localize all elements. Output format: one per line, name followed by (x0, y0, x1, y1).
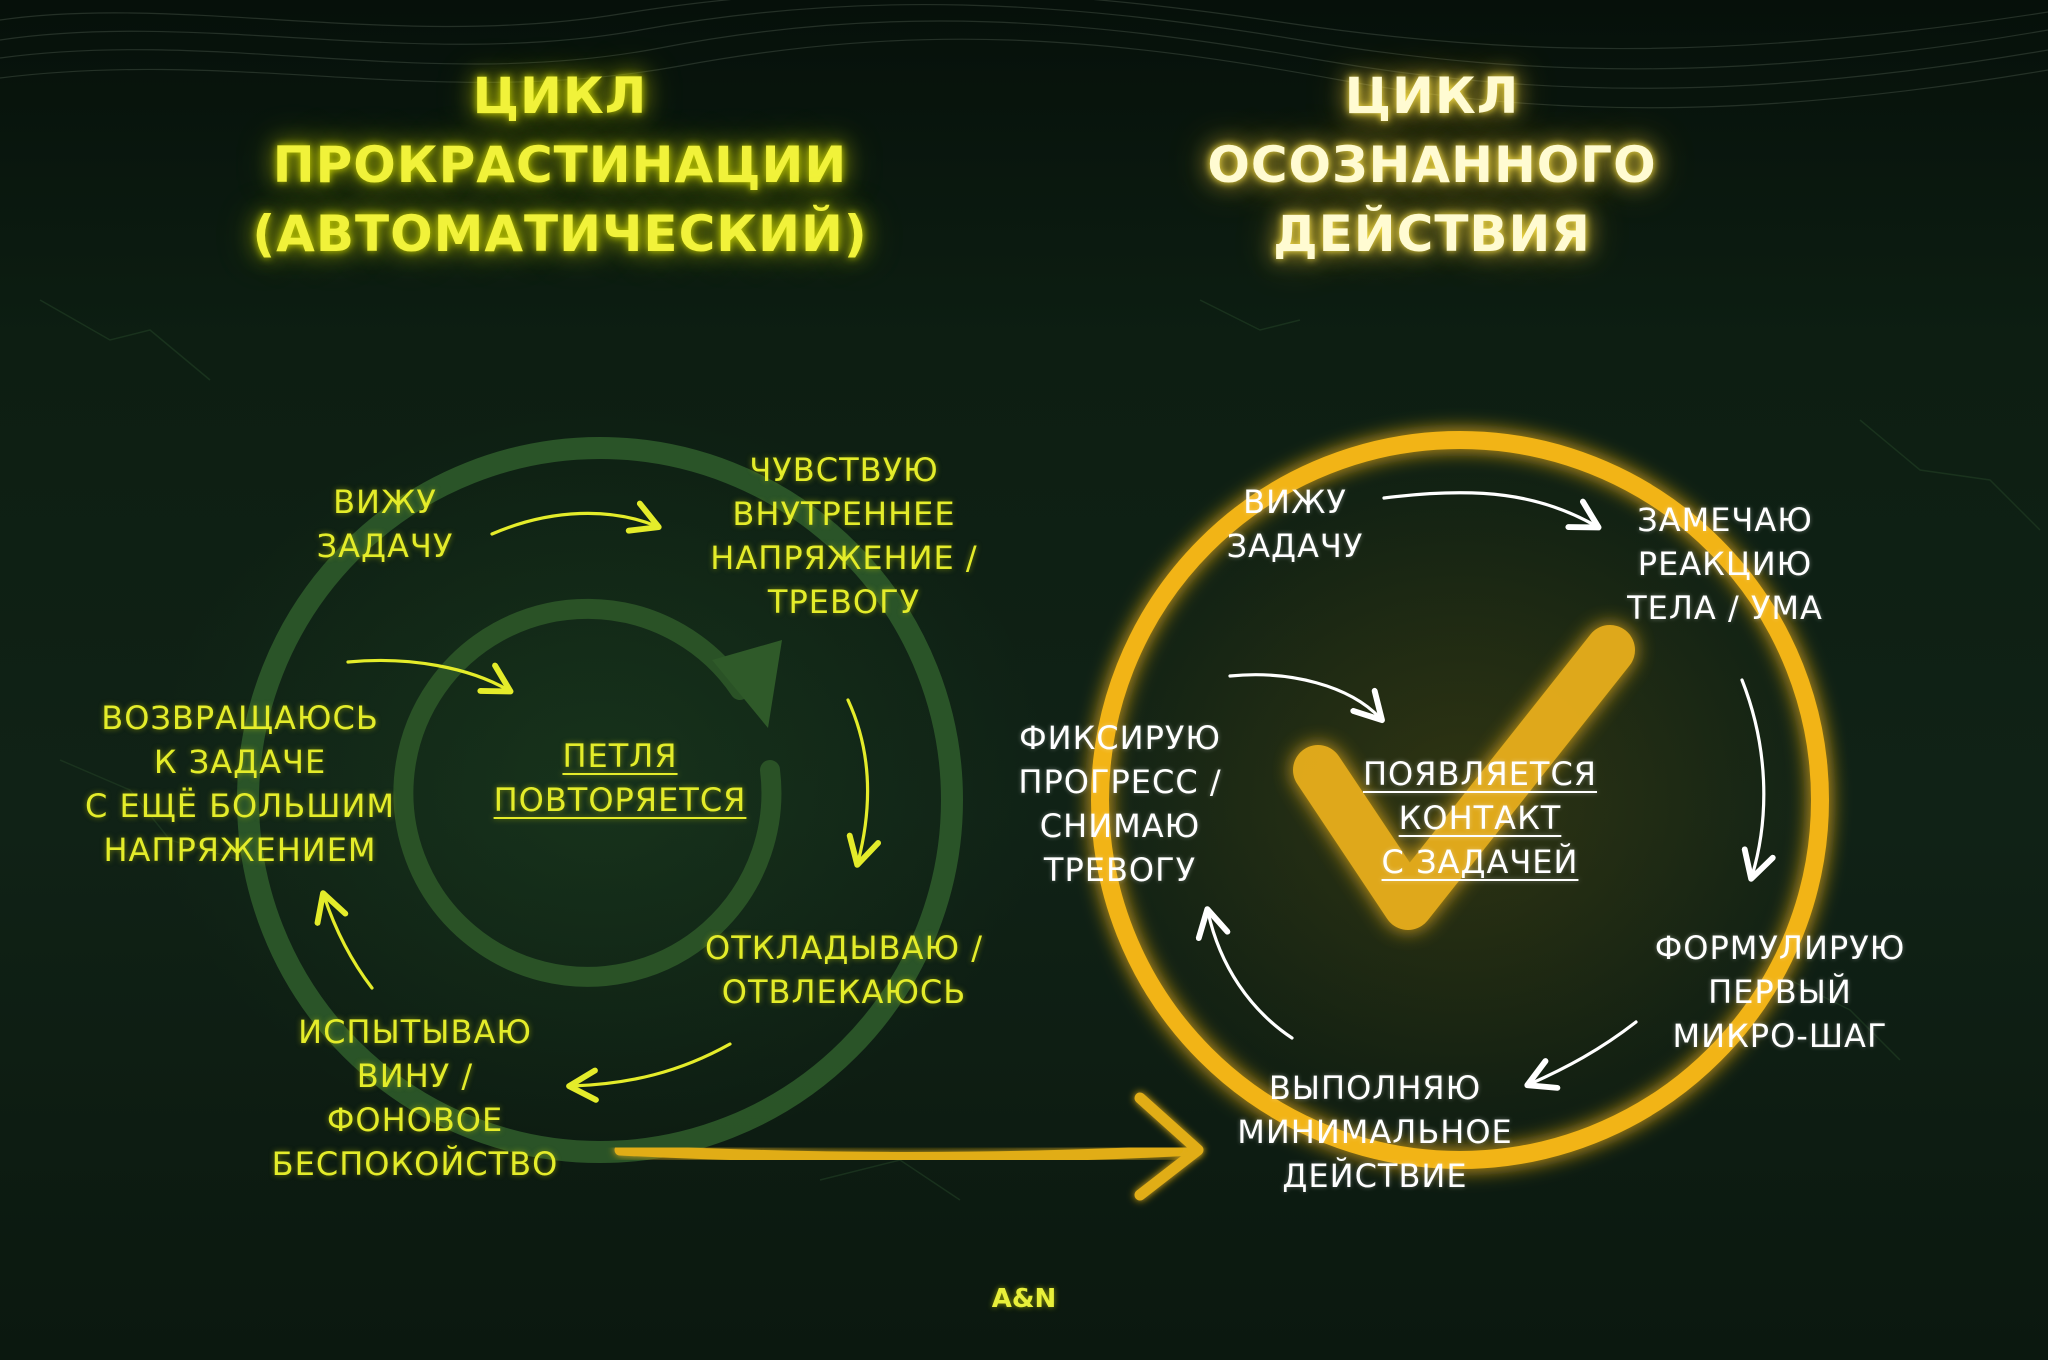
label-loop-repeats: ПЕТЛЯ ПОВТОРЯЕТСЯ (493, 737, 747, 819)
arrow-see-to-tension (490, 500, 662, 536)
label-first-micro-step: ФОРМУЛИРУЮ ПЕРВЫЙ МИКРО-ШАГ (1654, 929, 1906, 1055)
background-waves (0, 0, 2048, 109)
label-postpone: ОТКЛАДЫВАЮ / ОТВЛЕКАЮСЬ (705, 929, 983, 1011)
procrastination-loop-arrowhead-icon (712, 640, 782, 728)
checkmark-icon (1293, 625, 1635, 930)
mindful-cycle-arrows (1195, 491, 1776, 1091)
arrow-notice-to-formulate (1740, 678, 1776, 882)
label-see-task-left: ВИЖУ ЗАДАЧУ (316, 483, 454, 565)
procrastination-inner-loop (393, 598, 782, 987)
mindful-outer-circle (1091, 431, 1829, 1169)
brand-logo: A&N (991, 1284, 1057, 1314)
arrow-formulate-to-perform (1524, 1020, 1638, 1091)
label-minimal-action: ВЫПОЛНЯЮ МИНИМАЛЬНОЕ ДЕЙСТВИЕ (1237, 1069, 1513, 1195)
label-inner-tension: ЧУВСТВУЮ ВНУТРЕННЕЕ НАПРЯЖЕНИЕ / ТРЕВОГУ (710, 451, 978, 621)
transition-arrow (614, 1144, 1201, 1163)
arrow-tension-to-postpone (846, 698, 882, 868)
procrastination-outer-circle (237, 437, 963, 1163)
procrastination-cycle-title: ЦИКЛ ПРОКРАСТИНАЦИИ (АВТОМАТИЧЕСКИЙ) (252, 67, 868, 263)
arrow-return-to-center (346, 658, 514, 695)
label-guilt: ИСПЫТЫВАЮ ВИНУ / ФОНОВОЕ БЕСПОКОЙСТВО (271, 1013, 559, 1183)
arrow-guilt-to-return (314, 890, 374, 990)
arrow-see-to-notice (1382, 491, 1602, 531)
label-notice-reaction: ЗАМЕЧАЮ РЕАКЦИЮ ТЕЛА / УМА (1627, 501, 1823, 627)
arrow-perform-to-record (1195, 906, 1294, 1040)
label-contact-with-task: ПОЯВЛЯЕТСЯ КОНТАКТ С ЗАДАЧЕЙ (1362, 755, 1598, 881)
arrow-record-to-center (1228, 673, 1385, 724)
label-return-to-task: ВОЗВРАЩАЮСЬ К ЗАДАЧЕ С ЕЩЁ БОЛЬШИМ НАПРЯ… (84, 699, 396, 869)
procrastination-cycle-arrows (314, 500, 882, 1103)
transition-arrowhead-icon (1134, 1092, 1204, 1201)
label-see-task-right: ВИЖУ ЗАДАЧУ (1226, 483, 1364, 565)
arrow-postpone-to-guilt (566, 1042, 732, 1103)
mindful-action-title: ЦИКЛ ОСОЗНАННОГО ДЕЙСТВИЯ (1207, 67, 1657, 263)
background-cracks (39, 299, 2041, 1201)
label-record-progress: ФИКСИРУЮ ПРОГРЕСС / СНИМАЮ ТРЕВОГУ (1018, 719, 1222, 889)
